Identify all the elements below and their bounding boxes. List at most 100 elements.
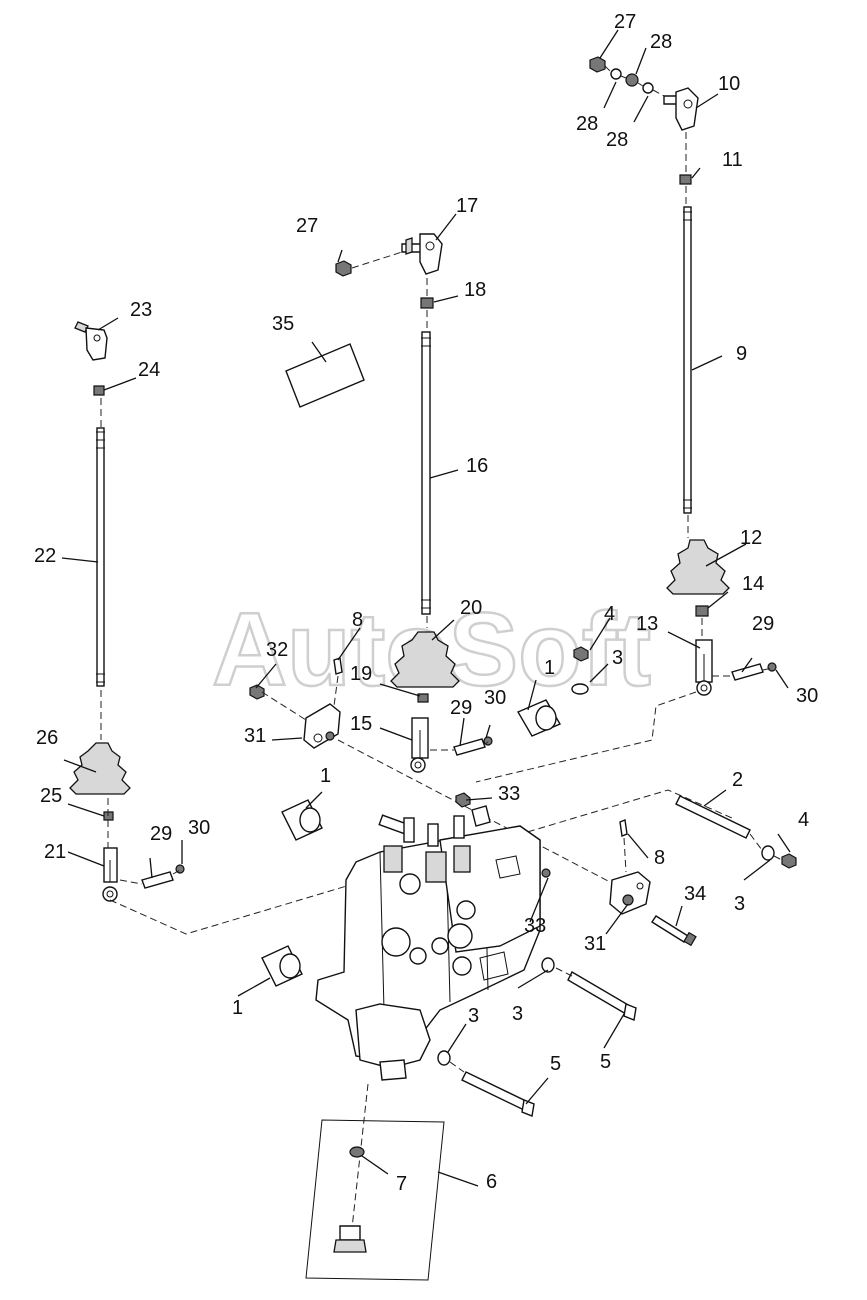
callout-3-bottom: 3: [468, 1005, 479, 1027]
callout-14: 14: [742, 573, 764, 595]
callout-leaders: [61, 29, 791, 1187]
callout-4-upper: 4: [604, 603, 615, 625]
kit-6: [305, 1083, 445, 1281]
lever-rod-22: [96, 427, 105, 687]
callout-22: 22: [34, 545, 56, 567]
callout-19: 19: [350, 663, 372, 685]
callout-20: 20: [460, 597, 482, 619]
callout-8-upper: 8: [352, 609, 363, 631]
callout-25: 25: [40, 785, 62, 807]
seal-7: [349, 1146, 365, 1158]
callout-28-bottom: 28: [606, 129, 628, 151]
lever-rod-16: [421, 331, 431, 615]
spacer-1-middle: [281, 799, 323, 841]
kit-6-box: [305, 1119, 445, 1281]
callout-24: 24: [138, 359, 160, 381]
callout-21: 21: [44, 841, 66, 863]
callout-1-middle: 1: [320, 765, 331, 787]
callout-27-center: 27: [296, 215, 318, 237]
pin-29-left: [141, 871, 174, 889]
callout-12: 12: [740, 527, 762, 549]
callout-18: 18: [464, 279, 486, 301]
stud-2: [675, 795, 751, 839]
washer-28c: [642, 82, 654, 94]
washer-28b: [625, 73, 639, 87]
bolt-33-upper: [455, 792, 471, 808]
callout-34: 34: [684, 883, 706, 905]
pin-29-center: [453, 738, 486, 756]
callout-16: 16: [466, 455, 488, 477]
callout-31-upper: 31: [244, 725, 266, 747]
callout-28-left: 28: [576, 113, 598, 135]
callout-31-lower: 31: [584, 933, 606, 955]
nut-4-right: [781, 853, 797, 869]
nut-33-lower: [541, 868, 551, 878]
washer-3-right: [761, 845, 775, 861]
washer-3-upper: [571, 683, 589, 695]
nut-24: [93, 385, 105, 396]
plug: [333, 1225, 367, 1253]
callout-35: 35: [272, 313, 294, 335]
callout-30-center: 30: [484, 687, 506, 709]
handle-end-10: [663, 87, 699, 131]
callout-1-upper: 1: [544, 657, 555, 679]
spacer-1-lower: [261, 945, 303, 987]
callout-numbers: 27 28 28 28 10 11 9 12 14 13 29 30 17 27…: [34, 11, 818, 1195]
callout-3-mid: 3: [512, 1003, 523, 1025]
nut-32: [249, 684, 265, 700]
callout-5-bottom: 5: [550, 1053, 561, 1075]
callout-11: 11: [722, 149, 743, 171]
callout-32: 32: [266, 639, 288, 661]
callout-10: 10: [718, 73, 740, 95]
decal-35: [285, 343, 365, 408]
callout-17: 17: [456, 195, 478, 217]
callout-3-right: 3: [734, 893, 745, 915]
nut-19: [417, 693, 429, 703]
clip-30-right: [767, 662, 777, 672]
lever-rod-9: [683, 206, 692, 514]
clevis-15: [410, 717, 429, 773]
callout-29-left: 29: [150, 823, 172, 845]
callout-33-upper: 33: [498, 783, 520, 805]
pin-29-right: [731, 663, 764, 681]
boot-12: [666, 539, 730, 595]
callout-9: 9: [736, 343, 747, 365]
callout-2: 2: [732, 769, 743, 791]
center-lever-assembly: [285, 233, 493, 773]
left-lever-assembly: [69, 321, 733, 935]
callout-6: 6: [486, 1171, 497, 1193]
handle-end-23: [74, 321, 108, 361]
callout-8-lower: 8: [654, 847, 665, 869]
clevis-13: [695, 639, 713, 696]
callout-4-right: 4: [798, 809, 809, 831]
clevis-21: [102, 847, 118, 902]
boot-20: [390, 631, 460, 688]
bolt-34: [651, 915, 689, 943]
callout-13: 13: [636, 613, 658, 635]
washer-3-mid: [541, 957, 555, 973]
control-valve-body: [315, 805, 541, 1081]
washer-28a: [610, 68, 622, 80]
callout-15: 15: [350, 713, 372, 735]
callout-26: 26: [36, 727, 58, 749]
callout-23: 23: [130, 299, 152, 321]
callout-28-top: 28: [650, 31, 672, 53]
mounting-hardware: [249, 646, 797, 1117]
callout-1-lower: 1: [232, 997, 243, 1019]
washer-3-bottom: [437, 1050, 451, 1066]
callout-33-lower: 33: [524, 915, 546, 937]
bolt-5-bottom: [461, 1071, 535, 1117]
callout-30-right: 30: [796, 685, 818, 707]
bracket-31-lower: [609, 871, 651, 915]
handle-end-17: [401, 233, 443, 275]
nut-18: [420, 297, 434, 309]
callout-30-left: 30: [188, 817, 210, 839]
bolt-5-right: [567, 971, 637, 1021]
pin-8-lower: [619, 819, 628, 837]
nut-11: [679, 174, 692, 185]
callout-3-upper: 3: [612, 647, 623, 669]
callout-29-center: 29: [450, 697, 472, 719]
callout-29-right: 29: [752, 613, 774, 635]
bracket-31-upper: [303, 703, 341, 749]
